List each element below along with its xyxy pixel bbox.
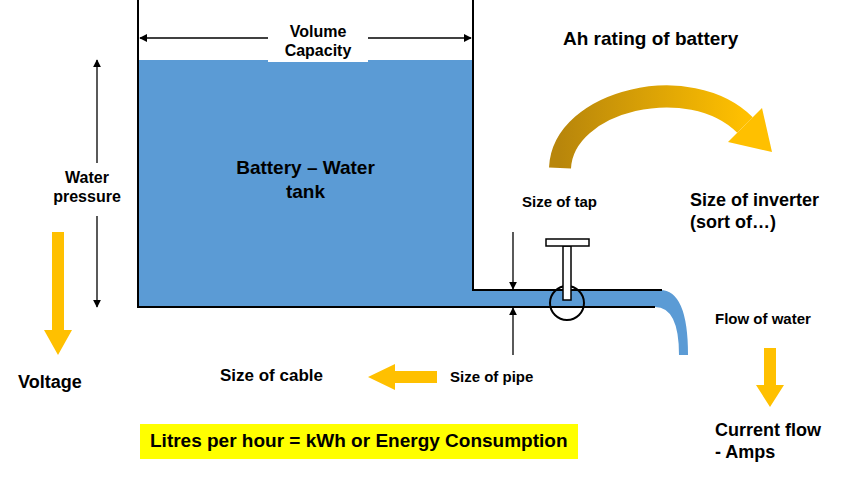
- valve-handle: [546, 239, 589, 246]
- highlight-box: Litres per hour = kWh or Energy Consumpt…: [140, 424, 578, 459]
- inverter-label: Size of inverter (sort of…): [690, 190, 840, 233]
- tank-wall: [137, 0, 139, 308]
- dimension-arrow: [96, 216, 97, 307]
- tank-wall: [472, 0, 474, 291]
- dimension-arrow: [512, 308, 513, 355]
- dimension-arrow: [512, 232, 513, 289]
- curved-arrow-head: [728, 108, 772, 152]
- flow-label: Flow of water: [715, 310, 811, 328]
- volume-label: Volume Capacity: [268, 20, 368, 62]
- orange-arrow: [756, 348, 784, 407]
- curved-arrow: [560, 96, 745, 168]
- pipe-label: Size of pipe: [450, 368, 533, 386]
- tap-label: Size of tap: [522, 193, 597, 211]
- voltage-label: Voltage: [18, 372, 82, 394]
- tank-floor: [137, 306, 655, 308]
- water-fill: [138, 60, 473, 307]
- orange-arrow: [44, 232, 72, 355]
- pressure-label: Water pressure: [46, 168, 128, 206]
- node-text: Battery – Water tank: [231, 156, 381, 204]
- tank-node: Battery – Water tank: [138, 60, 473, 307]
- pipe-water: [473, 290, 688, 355]
- valve-stem: [563, 246, 571, 300]
- cable-label: Size of cable: [220, 366, 323, 386]
- ah-label: Ah rating of battery: [563, 28, 738, 51]
- node-text: Litres per hour = kWh or Energy Consumpt…: [150, 430, 568, 453]
- current-label: Current flow - Amps: [715, 420, 827, 463]
- orange-arrow: [368, 364, 437, 390]
- dimension-arrow: [96, 60, 97, 163]
